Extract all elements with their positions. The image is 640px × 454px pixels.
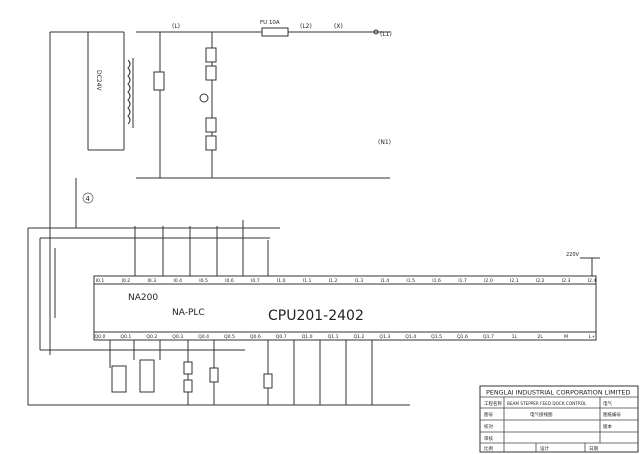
output-wiring [28,340,410,406]
power-supply-section: DC24V (L) FU 10A (L2) (X) (L1) (N1) [49,20,392,355]
plc-type-label: NA-PLC [172,308,205,318]
fuse-label: FU 10A [260,20,280,26]
output-terminal-label-4: Q0.4 [198,334,209,340]
output-terminal-label-13: Q1.5 [431,334,442,340]
output-terminal-label-12: Q1.4 [405,334,416,340]
input-terminal-label-5: I0.6 [225,278,234,284]
output-terminal-label-17: 2L [537,334,543,340]
input-terminal-label-13: I1.6 [432,278,441,284]
circle-four-label: 4 [86,195,91,203]
output-terminal-label-1: Q0.1 [120,334,131,340]
label-n1: (N1) [378,139,391,146]
input-terminal-label-6: I0.7 [251,278,260,284]
input-terminal-label-1: I0.2 [122,278,131,284]
output-terminal-strip: Q0.0 Q0.1 Q0.2 Q0.3 Q0.4 Q0.5 Q0.6 Q0.7 Q1.0 Q1.1… [95,334,596,340]
input-terminal-label-8: I1.1 [303,278,312,284]
input-terminal-label-2: I0.3 [147,278,156,284]
input-terminal-label-11: I1.4 [381,278,390,284]
output-terminal-label-15: Q1.7 [483,334,494,340]
input-wiring: 220V [27,178,600,405]
output-terminal-label-11: Q1.3 [379,334,390,340]
cpu-model-label: CPU201-2402 [268,308,364,324]
label-x: (X) [334,23,343,30]
output-terminal-label-14: Q1.6 [457,334,468,340]
output-terminal-label-2: Q0.2 [146,334,157,340]
title-block: PENGLAI INDUSTRIAL CORPORATION LIMITED 工… [479,385,639,453]
tb-bottom-1: 设计 [540,445,549,452]
label-l: (L) [172,23,180,30]
tb-row-3-label: 审核 [484,435,493,442]
output-terminal-label-16: 1L [512,334,518,340]
label-l2: (L2) [300,23,312,30]
input-terminal-label-14: I1.7 [458,278,467,284]
tb-row-0-value: BEAM STEPPER FEED DOCK CONTROL [507,401,587,406]
output-terminal-label-0: Q0.0 [95,334,106,340]
dc-label: DC24V [95,70,102,91]
fuse-icon [261,27,289,37]
input-terminal-label-3: I0.4 [173,278,182,284]
transformer-icon [127,58,134,128]
tb-bottom-2: 日期 [589,446,598,452]
input-terminal-strip: I0.1 I0.2 I0.3 I0.4 I0.5 I0.6 I0.7 I1.0 I1.1 I1.2… [96,278,597,284]
output-terminal-label-3: Q0.3 [172,334,183,340]
output-terminal-label-5: Q0.5 [224,334,235,340]
tb-right-0: 电气 [603,400,612,407]
label-l1: (L1) [380,31,392,38]
output-terminal-label-19: L+ [589,334,596,340]
output-terminal-label-9: Q1.1 [328,334,339,340]
input-terminal-label-19: I2.4 [588,278,597,284]
tb-right-2: 版本 [603,423,612,430]
input-terminal-label-9: I1.2 [329,278,338,284]
voltage-label: 220V [566,252,580,258]
output-terminal-label-10: Q1.2 [353,334,364,340]
tb-row-2-label: 校对 [484,423,493,430]
plc-module: I0.1 I0.2 I0.3 I0.4 I0.5 I0.6 I0.7 I1.0 I1.1 I1.2… [93,275,597,341]
input-terminal-label-15: I2.0 [484,278,493,284]
company-name: PENGLAI INDUSTRIAL CORPORATION LIMITED [486,389,630,397]
motor-icon [199,93,209,103]
output-terminal-label-8: Q1.0 [302,334,313,340]
input-terminal-label-0: I0.1 [96,278,105,284]
input-terminal-label-18: I2.3 [562,278,571,284]
input-terminal-label-16: I2.1 [510,278,519,284]
output-terminal-label-6: Q0.6 [250,334,261,340]
tb-bottom-0: 比例 [484,445,493,452]
tb-row-0-label: 工程名称 [484,400,502,407]
input-terminal-label-17: I2.2 [536,278,545,284]
input-terminal-label-12: I1.5 [406,278,415,284]
input-terminal-label-10: I1.3 [355,278,364,284]
input-terminal-label-4: I0.5 [199,278,208,284]
tb-right-1: 图纸编号 [603,411,621,418]
output-terminal-label-18: M [564,334,568,340]
output-terminal-label-7: Q0.7 [276,334,287,340]
tb-row-1-value: 电气接线图 [530,411,553,418]
plc-model-label: NA200 [128,293,158,303]
tb-row-1-label: 图号 [484,412,493,418]
input-terminal-label-7: I1.0 [277,278,286,284]
